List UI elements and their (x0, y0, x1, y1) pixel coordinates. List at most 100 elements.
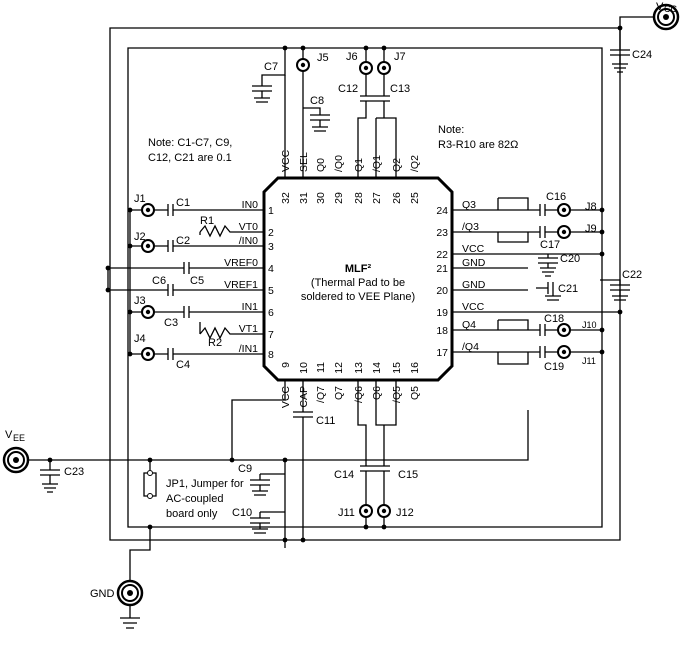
svg-text:C1: C1 (176, 197, 190, 209)
svg-text:J11: J11 (338, 507, 355, 519)
svg-text:J2: J2 (134, 231, 146, 243)
gnd-label: GND (90, 588, 115, 600)
pin-number: 18 (436, 325, 448, 337)
svg-text:CC: CC (664, 4, 677, 14)
pin-name: /Q2 (409, 155, 421, 172)
pin-name: VREF0 (224, 257, 258, 269)
svg-text:board only: board only (166, 508, 218, 520)
vcc-plane-outline (109, 27, 621, 541)
pin-number: 7 (268, 329, 274, 341)
pin-number: 8 (268, 349, 274, 361)
pin-number: 21 (436, 263, 448, 275)
chip-pad-note-1: (Thermal Pad to be (311, 277, 405, 289)
pin-number: 15 (391, 362, 403, 374)
svg-text:C12: C12 (338, 83, 358, 95)
pin-number: 5 (268, 285, 274, 297)
resistor-r2: R2 (199, 322, 264, 349)
pin-number: 20 (436, 285, 448, 297)
pin-name: /Q6 (353, 386, 365, 403)
note-caps-line2: C12, C21 are 0.1 (148, 152, 232, 164)
svg-text:AC-coupled: AC-coupled (166, 493, 223, 505)
pin-number: 6 (268, 307, 274, 319)
pin-name: VCC (280, 386, 292, 409)
pin-number: 4 (268, 263, 274, 275)
vcc-connector: V CC (619, 1, 680, 31)
j12-connector: J12 (377, 504, 414, 527)
svg-text:J7: J7 (394, 51, 406, 63)
gnd-pin-wires (452, 267, 528, 291)
j4-connector: J4 C4 (130, 333, 264, 371)
pin-name: Q7 (333, 386, 345, 400)
svg-text:J5: J5 (317, 52, 329, 64)
capacitor-c20: C20 (538, 253, 580, 277)
svg-text:J12: J12 (396, 507, 414, 519)
svg-text:R1: R1 (200, 215, 214, 227)
svg-text:C13: C13 (390, 83, 410, 95)
pin-number: 27 (371, 192, 383, 204)
pin-number: 14 (371, 362, 383, 374)
capacitor-c6: C6 (108, 275, 264, 296)
note-caps-line1: Note: C1-C7, C9, (148, 137, 232, 149)
svg-text:C19: C19 (544, 361, 564, 373)
svg-text:C8: C8 (310, 95, 324, 107)
svg-text:C18: C18 (544, 313, 564, 325)
svg-text:C17: C17 (540, 239, 560, 251)
pin-number: 25 (409, 192, 421, 204)
capacitor-c21: C21 (536, 282, 578, 301)
junction-dots (47, 25, 623, 543)
svg-text:C15: C15 (398, 469, 418, 481)
svg-text:JP1, Jumper for: JP1, Jumper for (166, 478, 244, 490)
gnd-connector: GND (90, 527, 151, 629)
pin-number: 16 (409, 362, 421, 374)
pin-name: Q0 (315, 158, 327, 172)
svg-text:C20: C20 (560, 253, 580, 265)
left-input-bus (107, 210, 131, 354)
pin-name: /Q3 (462, 221, 479, 233)
pin-number: 22 (436, 249, 448, 261)
svg-text:J3: J3 (134, 295, 146, 307)
svg-text:J11: J11 (582, 356, 596, 366)
svg-text:C10: C10 (232, 507, 252, 519)
pin-number: 26 (391, 192, 403, 204)
pin-number: 17 (436, 347, 448, 359)
capacitor-c14-c15: C14 C15 (334, 380, 418, 505)
svg-text:C24: C24 (632, 49, 652, 61)
pin-number: 2 (268, 227, 274, 239)
pin-name: /Q4 (462, 341, 479, 353)
pin-number: 9 (280, 362, 292, 368)
chip-pad-note-2: soldered to VEE Plane) (301, 291, 415, 303)
pin-name: /IN0 (239, 235, 258, 247)
ic-body (262, 176, 454, 382)
pin-name: Q4 (462, 319, 476, 331)
pin-name: VCC (280, 149, 292, 172)
j9-connector: C17 J9 (452, 223, 602, 251)
vcc-label: V (656, 1, 664, 13)
svg-text:C2: C2 (176, 235, 190, 247)
pin-name: SEL (298, 152, 310, 172)
pin-number: 29 (333, 192, 345, 204)
capacitor-c12-c13: C12 C13 (338, 83, 410, 178)
pin-name: Q3 (462, 199, 476, 211)
note-res-line2: R3-R10 are 82Ω (438, 139, 518, 151)
svg-text:R2: R2 (208, 337, 222, 349)
pin-name: VT1 (239, 323, 258, 335)
pin-name: IN1 (242, 301, 259, 313)
resistor-r1: R1 (199, 215, 264, 238)
pin-name: GND (462, 257, 486, 269)
vee-plane-outline (127, 47, 603, 528)
pin-number: 3 (268, 241, 274, 253)
j8-connector: C16 J8 (452, 191, 602, 217)
pin-number: 32 (280, 192, 292, 204)
svg-text:C23: C23 (64, 466, 84, 478)
vee-connector: V EE (2, 410, 529, 474)
pin9-vcc-wire (231, 380, 286, 460)
pin-name: /Q1 (371, 155, 383, 172)
vee-label: V (5, 429, 13, 441)
j3-connector: J3 C3 (130, 295, 264, 329)
capacitor-c22: C22 (600, 269, 642, 301)
jumper-jp1: JP1, Jumper for AC-coupled board only (143, 460, 244, 520)
capacitor-c11: C11 (293, 380, 335, 540)
